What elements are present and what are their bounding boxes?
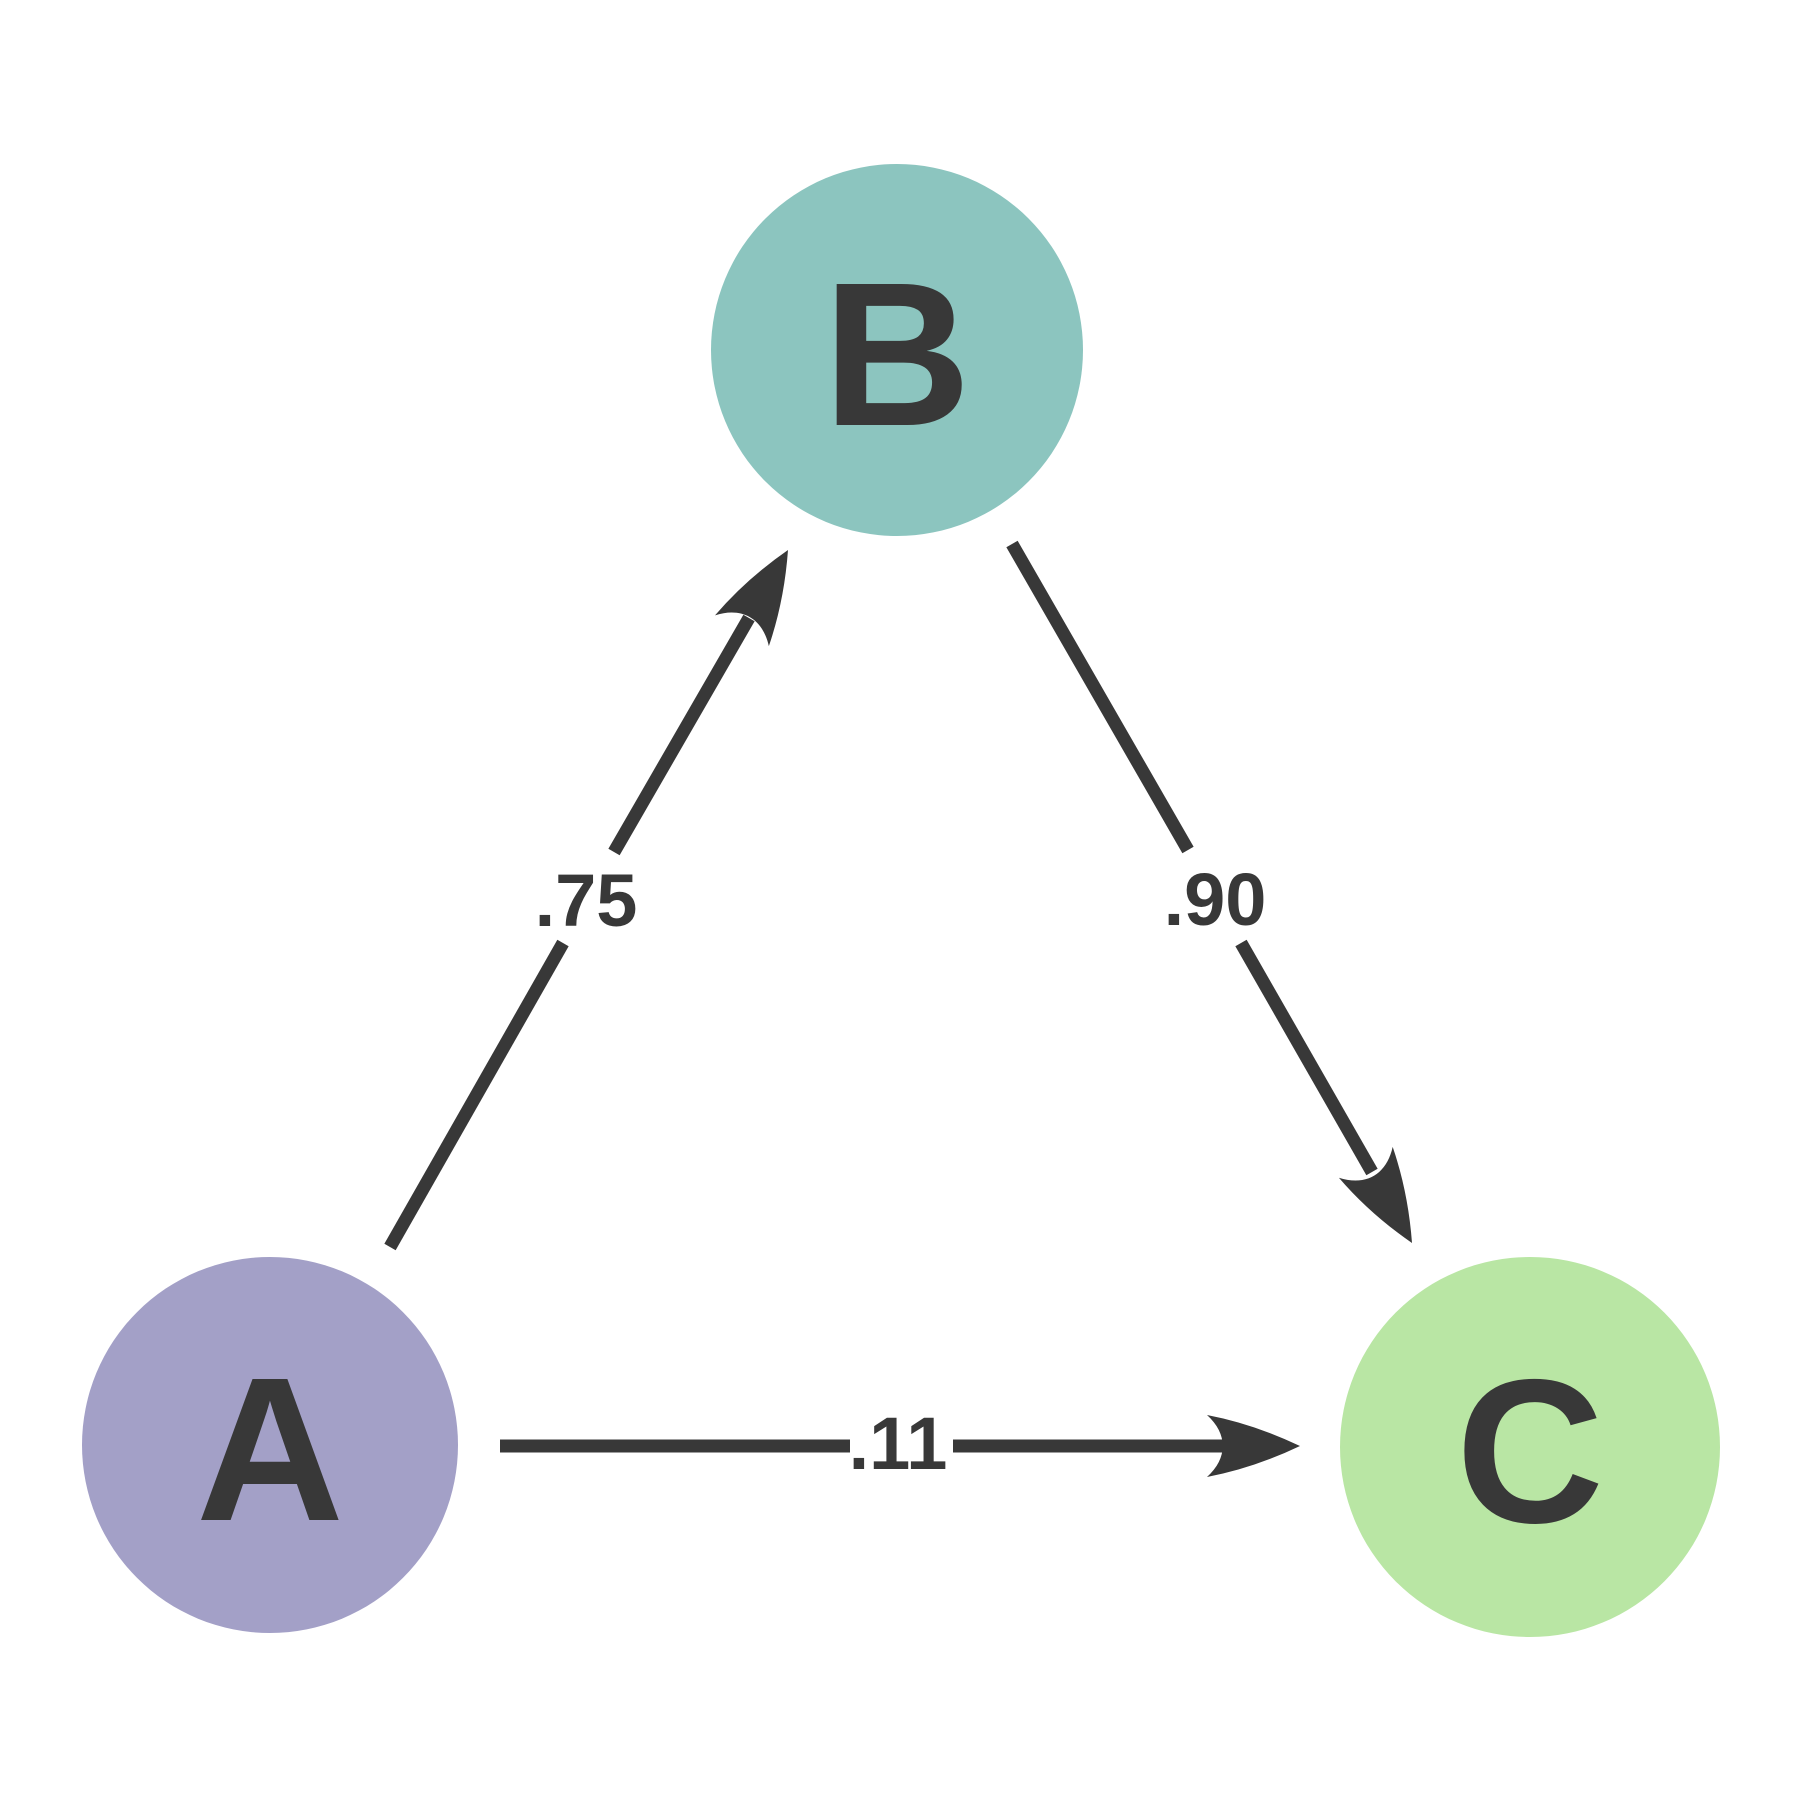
edge-a-to-c: .11 (500, 1402, 1300, 1485)
node-b: B (711, 164, 1083, 536)
edge-a-to-b-shaft-lower (384, 939, 569, 1251)
node-b-label: B (823, 240, 971, 469)
node-a-label: A (196, 1335, 344, 1564)
edge-b-to-c-shaft-upper (1006, 540, 1194, 854)
edge-a-to-b: .75 (384, 550, 788, 1251)
arrowhead-a-to-b-icon (714, 550, 788, 647)
edge-b-to-c: .90 (1006, 540, 1412, 1243)
node-a: A (82, 1257, 458, 1633)
node-c-label: C (1456, 1337, 1604, 1566)
arrowhead-b-to-c-icon (1338, 1146, 1412, 1243)
node-b-circle (711, 164, 1083, 536)
edge-b-to-c-shaft-lower (1235, 939, 1378, 1176)
node-c: C (1340, 1257, 1720, 1637)
node-c-circle (1340, 1257, 1720, 1637)
arrowhead-a-to-c-icon (1207, 1415, 1300, 1477)
edge-a-to-b-shaft-upper (608, 614, 755, 856)
edge-b-to-c-weight: .90 (1164, 858, 1267, 941)
node-a-circle (82, 1257, 458, 1633)
edge-a-to-b-weight: .75 (535, 859, 638, 942)
edge-a-to-c-weight: .11 (849, 1402, 948, 1485)
